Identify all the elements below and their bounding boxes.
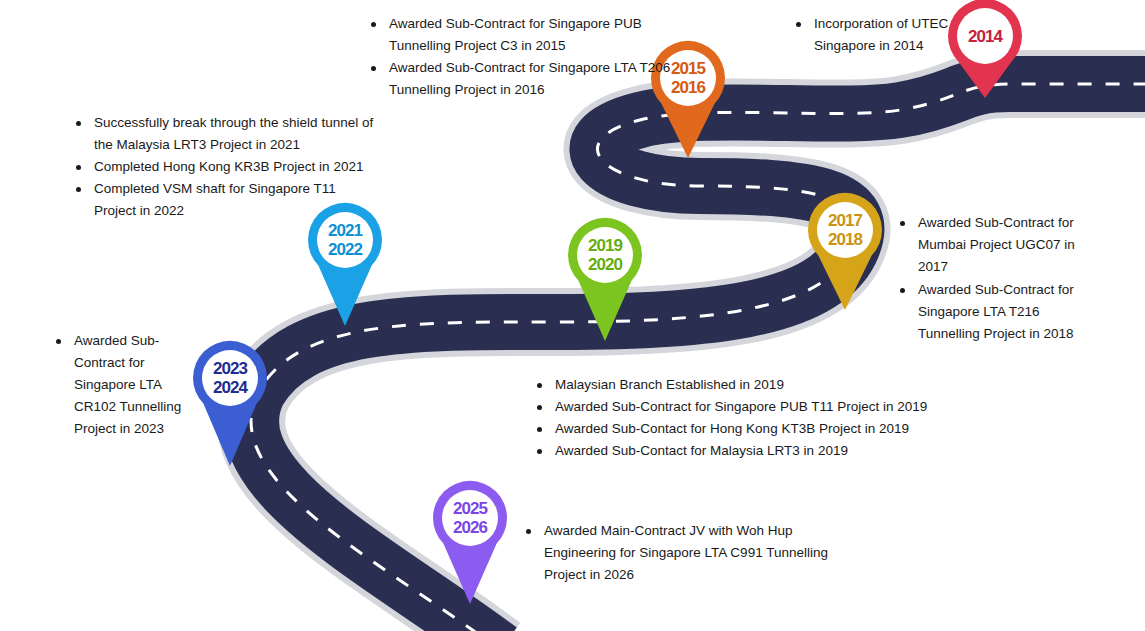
milestone-text: Awarded Sub-Contact for Malaysia LRT3 in… bbox=[555, 443, 848, 458]
bullet-dot bbox=[537, 405, 542, 410]
year-label: 2019 2020 bbox=[580, 236, 630, 274]
milestone-text: Awarded Sub-Contract for Singapore LTA T… bbox=[918, 282, 1074, 341]
pin-inner-circle bbox=[817, 202, 873, 258]
milestone-note: Awarded Main-Contract JV with Woh Hup En… bbox=[544, 520, 834, 586]
pin-shape bbox=[649, 39, 727, 158]
milestone-text: Awarded Sub-Contract for Mumbai Project … bbox=[918, 215, 1075, 274]
milestone-note: Malaysian Branch Established in 2019 bbox=[555, 374, 975, 396]
milestone-note: Awarded Sub-Contract for Singapore PUB T… bbox=[555, 396, 975, 418]
milestone-text: Awarded Sub-Contract for Singapore LTA T… bbox=[389, 60, 670, 97]
year-label: 2015 2016 bbox=[663, 59, 713, 97]
milestone-text: Completed Hong Kong KR3B Project in 2021 bbox=[94, 159, 363, 174]
milestone-text: Malaysian Branch Established in 2019 bbox=[555, 377, 784, 392]
year-label: 2021 2022 bbox=[320, 221, 370, 259]
pin-shape bbox=[306, 201, 384, 326]
pin-body bbox=[948, 0, 1022, 98]
pin-body bbox=[808, 193, 882, 310]
milestone-text: Completed VSM shaft for Singapore T11 Pr… bbox=[94, 181, 336, 218]
year-pin: 2025 2026 bbox=[431, 479, 509, 604]
year-label: 2014 bbox=[960, 27, 1010, 46]
pin-shape bbox=[946, 0, 1024, 98]
road-surface bbox=[251, 84, 1145, 631]
year-label: 2023 2024 bbox=[205, 359, 255, 397]
pin-inner-circle bbox=[577, 227, 633, 283]
milestone-note: Awarded Sub-Contract for Singapore PUB T… bbox=[389, 13, 679, 57]
year-pin: 2019 2020 bbox=[566, 216, 644, 341]
bullet-dot bbox=[537, 383, 542, 388]
year-pin: 2017 2018 bbox=[806, 191, 884, 310]
pin-body bbox=[651, 41, 725, 158]
pin-inner-circle bbox=[202, 350, 258, 406]
milestone-note: Completed Hong Kong KR3B Project in 2021 bbox=[94, 156, 389, 178]
year-pin: 2014 bbox=[946, 0, 1024, 98]
pin-shape bbox=[431, 479, 509, 604]
pin-shape bbox=[806, 191, 884, 310]
bullet-dot bbox=[796, 22, 801, 27]
milestone-text: Awarded Sub-Contact for Hong Kong KT3B P… bbox=[555, 421, 909, 436]
year-pin: 2023 2024 bbox=[191, 339, 269, 466]
milestone-note: Awarded Sub-Contract for Singapore LTA C… bbox=[74, 330, 199, 440]
bullet-dot bbox=[76, 121, 81, 126]
year-pin: 2021 2022 bbox=[306, 201, 384, 326]
bullet-dot bbox=[371, 66, 376, 71]
milestone-note: Awarded Sub-Contact for Malaysia LRT3 in… bbox=[555, 440, 975, 462]
milestone-text: Awarded Sub-Contract for Singapore LTA C… bbox=[74, 333, 181, 436]
pin-inner-circle bbox=[442, 490, 498, 546]
milestone-note: Awarded Sub-Contact for Hong Kong KT3B P… bbox=[555, 418, 975, 440]
pin-shape bbox=[566, 216, 644, 341]
bullet-dot bbox=[371, 22, 376, 27]
pin-body bbox=[433, 481, 507, 604]
bullet-dot bbox=[900, 221, 905, 226]
milestone-note: Incorporation of UTEC Singapore in 2014 bbox=[814, 13, 964, 57]
milestone-note: Completed VSM shaft for Singapore T11 Pr… bbox=[94, 178, 354, 222]
milestone-note: Awarded Sub-Contract for Singapore LTA T… bbox=[389, 57, 679, 101]
bullet-dot bbox=[900, 288, 905, 293]
bullet-dot bbox=[537, 449, 542, 454]
pin-body bbox=[193, 341, 267, 466]
bullet-dot bbox=[537, 427, 542, 432]
bullet-dot bbox=[76, 165, 81, 170]
pin-shape bbox=[191, 339, 269, 466]
pin-body bbox=[308, 203, 382, 326]
pin-inner-circle bbox=[317, 212, 373, 268]
year-label: 2025 2026 bbox=[445, 499, 495, 537]
milestone-note: Successfully break through the shield tu… bbox=[94, 112, 389, 156]
milestone-text: Awarded Sub-Contract for Singapore PUB T… bbox=[555, 399, 927, 414]
pin-inner-circle bbox=[660, 50, 716, 106]
bullet-dot bbox=[76, 187, 81, 192]
milestone-note: Awarded Sub-Contract for Mumbai Project … bbox=[918, 212, 1103, 278]
milestone-text: Successfully break through the shield tu… bbox=[94, 115, 373, 152]
pin-body bbox=[568, 218, 642, 341]
milestone-note: Awarded Sub-Contract for Singapore LTA T… bbox=[918, 279, 1103, 345]
pin-inner-circle bbox=[957, 8, 1013, 64]
road-dashes bbox=[251, 84, 1145, 631]
bullet-dot bbox=[56, 339, 61, 344]
milestone-text: Awarded Sub-Contract for Singapore PUB T… bbox=[389, 16, 642, 53]
year-pin: 2015 2016 bbox=[649, 39, 727, 158]
milestone-text: Incorporation of UTEC Singapore in 2014 bbox=[814, 16, 948, 53]
milestone-text: Awarded Main-Contract JV with Woh Hup En… bbox=[544, 523, 828, 582]
road-edge bbox=[251, 84, 1145, 631]
bullet-dot bbox=[526, 529, 531, 534]
year-label: 2017 2018 bbox=[820, 211, 870, 249]
